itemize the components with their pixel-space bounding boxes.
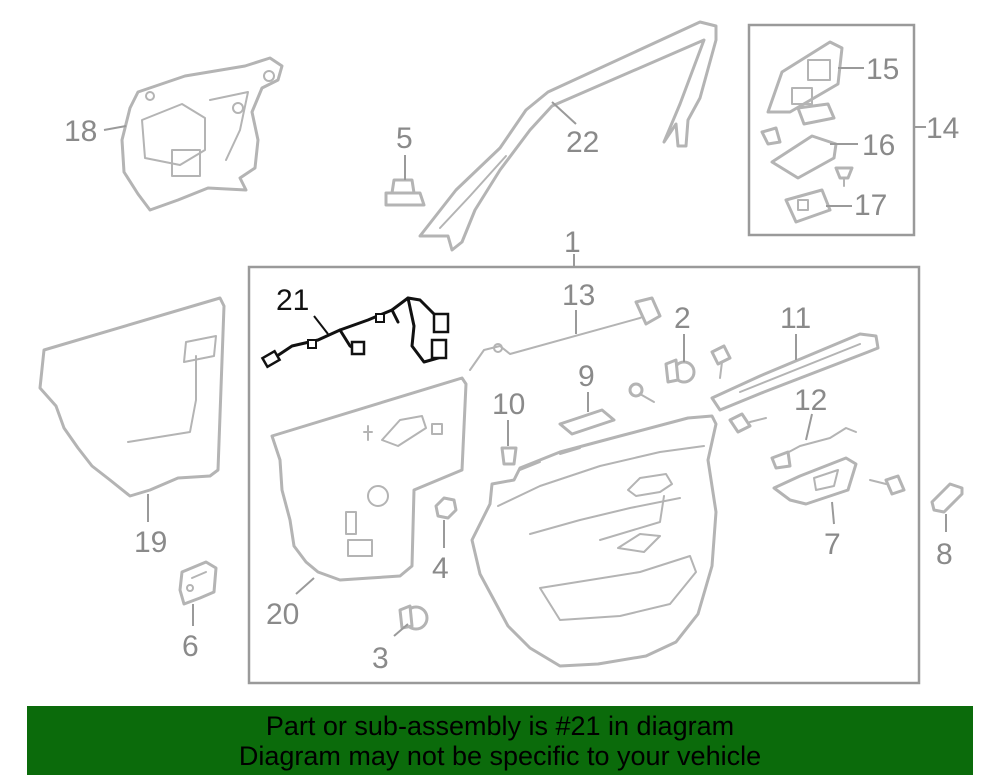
screw-upper: [710, 344, 732, 379]
part-18-window-regulator: [120, 56, 284, 212]
part-11-upper-trim: [710, 332, 880, 412]
door-trim-panel: [470, 414, 718, 668]
part-15-switch-bezel: [766, 40, 844, 114]
callout-10: 10: [492, 388, 525, 421]
part-13-lock-rod: [469, 296, 662, 371]
callout-18: 18: [64, 115, 97, 148]
callout-22: 22: [566, 126, 599, 159]
callout-7: 7: [824, 528, 841, 561]
part-21-wiring-harness: [260, 296, 450, 369]
callout-15: 15: [866, 53, 899, 86]
box-14-switch-assembly: [747, 23, 916, 237]
screw-small: [628, 382, 655, 403]
leader-21: [313, 315, 329, 335]
banner-line-2: Diagram may not be specific to your vehi…: [238, 741, 762, 771]
callout-2: 2: [674, 302, 691, 335]
banner-line-1: Part or sub-assembly is #21 in diagram: [265, 711, 735, 741]
callout-19: 19: [134, 526, 167, 559]
callout-20: 20: [266, 598, 299, 631]
callout-4: 4: [432, 552, 449, 585]
leader-3: [393, 623, 409, 637]
leader-20: [295, 577, 315, 595]
leader-12: [805, 413, 813, 441]
callout-11: 11: [780, 302, 811, 335]
part-4-cap: [434, 496, 458, 520]
callout-1: 1: [564, 226, 581, 259]
part-16-window-switch: [760, 102, 854, 187]
leader-22: [551, 101, 577, 125]
part-7-inside-handle: [772, 456, 858, 506]
part-17-switch-connector: [784, 188, 832, 224]
callout-12: 12: [794, 384, 827, 417]
callout-16: 16: [862, 129, 895, 162]
callout-9: 9: [578, 360, 595, 393]
screw-middle: [728, 412, 767, 434]
callout-6: 6: [182, 630, 199, 663]
part-10-clip: [500, 446, 518, 466]
callout-17: 17: [854, 189, 887, 222]
callout-14: 14: [926, 112, 959, 145]
part-8-cap: [930, 482, 964, 514]
part-9-retainer: [558, 408, 616, 436]
part-5-clip: [384, 178, 426, 207]
callout-5: 5: [396, 122, 413, 155]
box-1-door-trim-assembly: [247, 265, 921, 685]
part-6-bracket: [178, 560, 218, 606]
part-3-push-pin: [398, 604, 429, 631]
callout-8: 8: [936, 538, 953, 571]
screw-right: [869, 474, 906, 496]
part-19-door-panel: [38, 296, 226, 498]
leader-7: [831, 501, 835, 525]
part-12-handle-cable: [770, 427, 857, 470]
callout-21: 21: [276, 284, 309, 317]
part-2-push-pin: [664, 358, 696, 384]
leader-18: [103, 125, 127, 131]
callout-13: 13: [562, 279, 595, 312]
part-22-door-frame-weatherstrip: [418, 20, 718, 252]
info-banner: Part or sub-assembly is #21 in diagram D…: [27, 706, 973, 775]
part-20-water-deflector: [270, 376, 468, 582]
callout-3: 3: [372, 642, 389, 675]
